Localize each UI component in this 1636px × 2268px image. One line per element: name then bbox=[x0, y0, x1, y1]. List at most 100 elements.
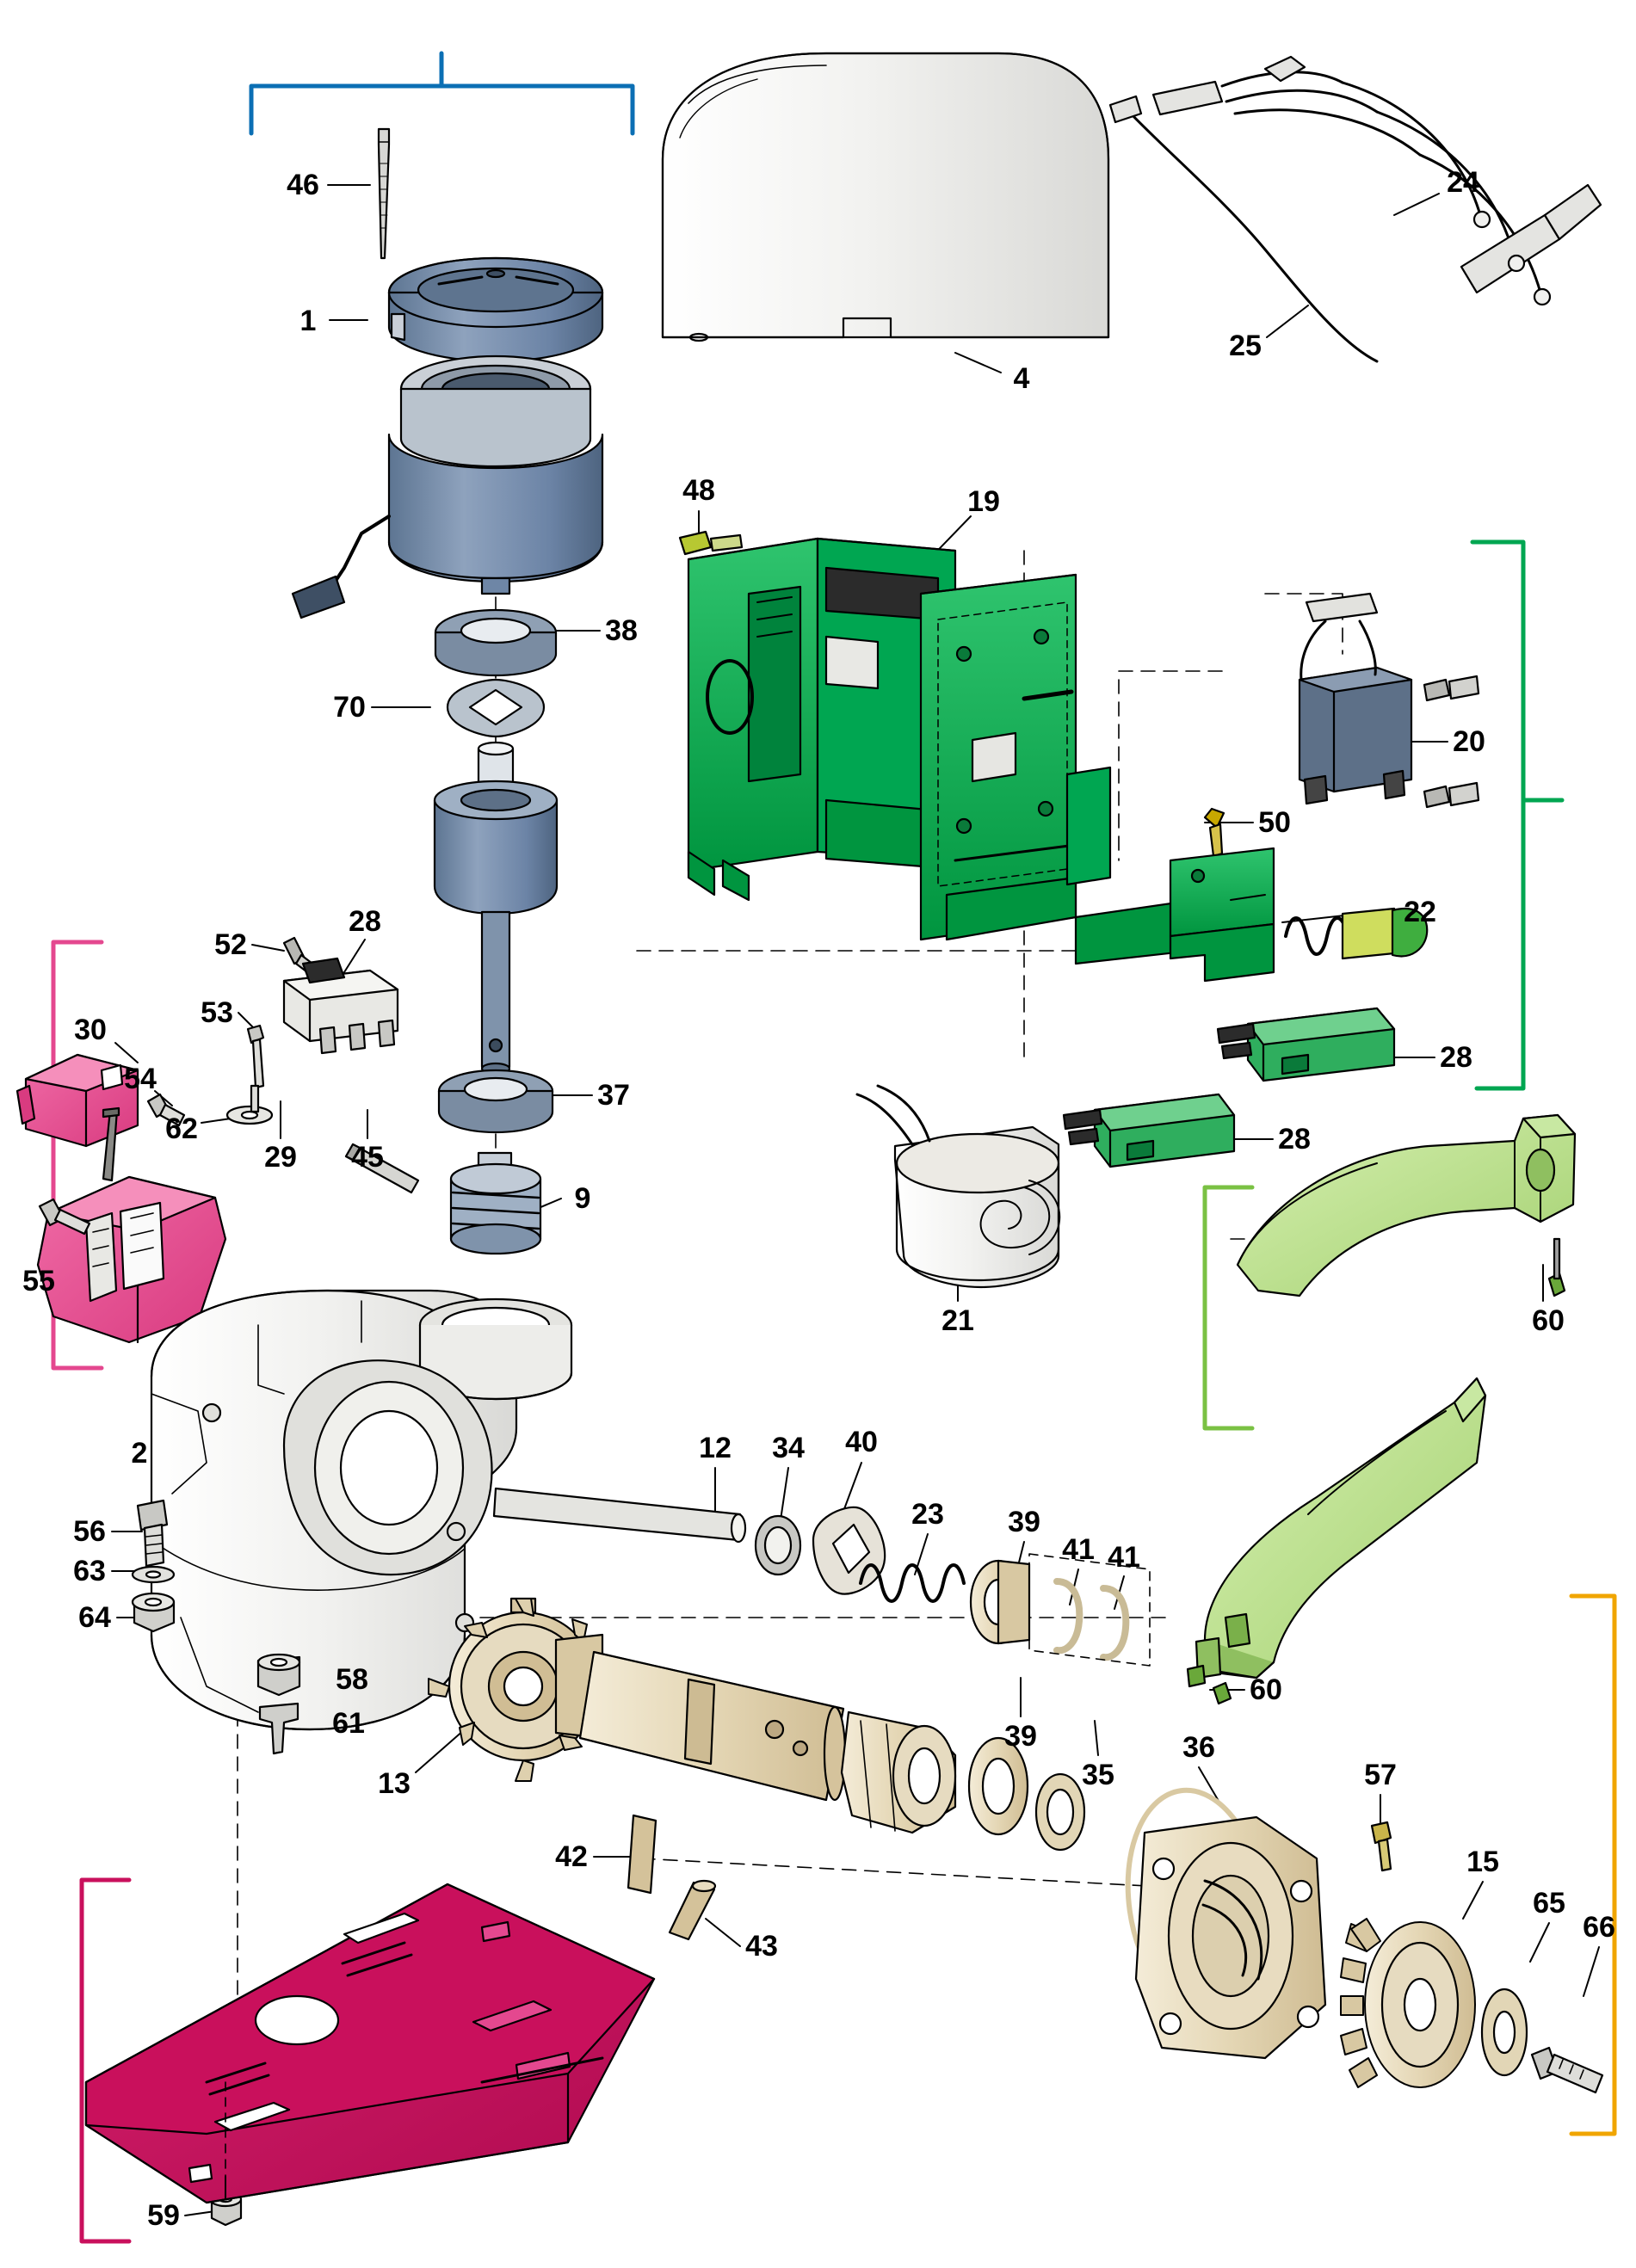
callout-38: 38 bbox=[605, 614, 638, 647]
part-45-pin bbox=[344, 1143, 420, 1194]
part-39-bushing-b bbox=[840, 1710, 957, 1834]
part-64-nut bbox=[131, 1592, 176, 1633]
callout-22: 22 bbox=[1404, 896, 1436, 928]
callout-59: 59 bbox=[147, 2199, 180, 2232]
part-61-rivet bbox=[258, 1702, 299, 1755]
part-42-key bbox=[627, 1814, 657, 1895]
part-37-bearing bbox=[437, 1069, 554, 1134]
part-motor-stator bbox=[291, 354, 604, 619]
part-53-pin bbox=[246, 1024, 265, 1089]
callout-37: 37 bbox=[597, 1079, 630, 1112]
callout-30: 30 bbox=[74, 1014, 107, 1046]
callout-13: 13 bbox=[378, 1767, 411, 1800]
part-65-washer bbox=[1480, 1988, 1528, 2077]
output-gear-group-bracket bbox=[1569, 1593, 1617, 2136]
part-22-spring-plunger bbox=[1281, 907, 1429, 960]
callout-34: 34 bbox=[772, 1432, 805, 1464]
callout-28-right-upper: 28 bbox=[1440, 1041, 1472, 1074]
part-19-control-unit bbox=[687, 537, 957, 902]
part-66-bolt bbox=[1530, 2046, 1604, 2094]
callout-66: 66 bbox=[1583, 1911, 1615, 1944]
callout-41-b: 41 bbox=[1108, 1541, 1140, 1574]
part-main-output-shaft bbox=[578, 1650, 847, 1802]
callout-55: 55 bbox=[22, 1265, 55, 1297]
callout-40: 40 bbox=[845, 1426, 878, 1458]
callout-39-lower: 39 bbox=[1004, 1720, 1037, 1753]
callout-61: 61 bbox=[332, 1707, 365, 1740]
part-20-transformer bbox=[1298, 592, 1480, 809]
base-plate-group-bracket bbox=[79, 1877, 132, 2244]
callout-52: 52 bbox=[214, 928, 247, 961]
part-50-screw bbox=[1203, 807, 1225, 858]
callout-53: 53 bbox=[201, 996, 233, 1029]
part-29-bracket bbox=[250, 1084, 260, 1113]
part-36-end-plate bbox=[1134, 1815, 1327, 2060]
callout-4: 4 bbox=[1013, 362, 1030, 395]
callout-42: 42 bbox=[555, 1840, 588, 1873]
part-rotor-shaft bbox=[433, 741, 559, 1075]
callout-63: 63 bbox=[73, 1555, 106, 1587]
part-23-spring bbox=[859, 1563, 966, 1603]
callout-19: 19 bbox=[967, 485, 1000, 518]
callout-54: 54 bbox=[124, 1063, 157, 1095]
callout-56: 56 bbox=[73, 1515, 106, 1548]
part-28-microswitch-left bbox=[282, 957, 399, 1055]
part-46-long-screw bbox=[377, 127, 391, 260]
part-43-pin bbox=[668, 1879, 717, 1941]
part-2-main-housing bbox=[150, 1289, 573, 1731]
part-1-motor-end-cap bbox=[387, 256, 604, 363]
callout-28-right-lower: 28 bbox=[1278, 1123, 1311, 1156]
callout-50: 50 bbox=[1258, 806, 1291, 839]
callout-23: 23 bbox=[911, 1498, 944, 1531]
part-35-washer bbox=[1034, 1772, 1086, 1852]
callout-36: 36 bbox=[1182, 1731, 1215, 1764]
callout-48: 48 bbox=[682, 474, 715, 507]
callout-60-lower: 60 bbox=[1250, 1673, 1282, 1706]
part-28-microswitch-lower-right bbox=[1062, 1093, 1236, 1168]
part-release-lever-upper bbox=[1236, 1113, 1577, 1297]
part-34-seal bbox=[754, 1514, 802, 1576]
callout-28-upper-left: 28 bbox=[349, 905, 381, 938]
part-19-pcb-plate bbox=[919, 573, 1232, 965]
callout-46: 46 bbox=[287, 169, 319, 201]
part-63-washer bbox=[131, 1565, 176, 1584]
part-19-bracket-plate bbox=[1169, 847, 1275, 983]
part-15-pinion-gear bbox=[1340, 1918, 1476, 2088]
callout-21: 21 bbox=[941, 1304, 974, 1337]
motor-group-bracket bbox=[249, 51, 635, 136]
callout-64: 64 bbox=[78, 1601, 111, 1634]
part-40-gasket bbox=[812, 1506, 886, 1595]
part-58-bushing bbox=[256, 1653, 301, 1697]
part-39-flange bbox=[967, 1736, 1029, 1836]
callout-70: 70 bbox=[333, 691, 366, 724]
part-39-bushing-a bbox=[969, 1559, 1031, 1645]
callout-62: 62 bbox=[165, 1112, 198, 1145]
callout-65: 65 bbox=[1533, 1887, 1565, 1920]
part-48-screw bbox=[678, 530, 744, 556]
part-12-shaft bbox=[492, 1487, 747, 1544]
callout-2: 2 bbox=[131, 1437, 148, 1470]
control-board-group-bracket bbox=[1470, 539, 1565, 1091]
callout-60-upper: 60 bbox=[1532, 1304, 1565, 1337]
callout-20: 20 bbox=[1453, 725, 1485, 758]
callout-15: 15 bbox=[1466, 1846, 1499, 1878]
part-base-plate bbox=[84, 1883, 656, 2204]
part-62-washer bbox=[225, 1105, 274, 1125]
part-9-worm bbox=[449, 1151, 542, 1255]
part-70-gasket bbox=[446, 678, 546, 738]
callout-25: 25 bbox=[1229, 330, 1262, 362]
part-4-cover bbox=[661, 52, 1110, 342]
part-57-screw bbox=[1370, 1821, 1392, 1872]
callout-35: 35 bbox=[1082, 1759, 1114, 1791]
part-41-retaining-ring-a bbox=[1053, 1578, 1083, 1655]
part-24-25-cable-harness bbox=[1108, 55, 1602, 363]
release-lever-group-bracket bbox=[1202, 1185, 1255, 1431]
part-41-retaining-ring-b bbox=[1100, 1585, 1130, 1661]
callout-1: 1 bbox=[299, 305, 317, 337]
callout-12: 12 bbox=[699, 1432, 732, 1464]
callout-39-upper: 39 bbox=[1008, 1506, 1040, 1538]
callout-29: 29 bbox=[264, 1141, 297, 1174]
part-38-bearing bbox=[434, 608, 558, 677]
